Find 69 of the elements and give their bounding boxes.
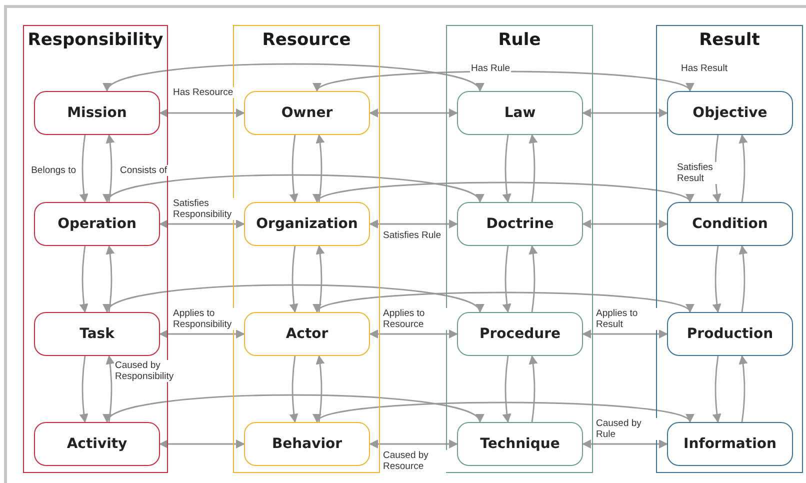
edge-label: Belongs to [30,164,77,176]
entity-box [457,202,583,246]
arrow [582,440,668,448]
arrow [159,330,245,338]
arrow [159,220,245,228]
entity-name: Production [686,326,774,342]
arrow [712,356,722,423]
entity-name: Organization [256,216,358,232]
entity-box [667,91,793,135]
group-title: Resource [262,30,351,50]
entity-name: Objective [692,105,768,121]
edge-label: Applies to Result [595,308,661,330]
arrow [738,355,748,422]
arrow [159,440,245,448]
edge-label: Applies to Resource [382,308,448,330]
arrow [369,220,458,228]
entity-name: Information [684,436,776,452]
entity-name: Task [80,326,114,342]
arrow [582,220,668,228]
group-panel [656,25,803,473]
entity-name: Law [504,105,536,121]
arrow [369,330,458,338]
entity-name: Technique [480,436,560,452]
edge-label: Consists of [119,164,168,176]
edge-label: Applies to Responsibility [172,308,238,330]
arrow [582,330,668,338]
group-title: Rule [498,30,541,50]
edge-label: Caused by Resource [382,450,448,472]
arrow [79,356,88,423]
edge-label: Satisfies Rule [382,230,442,241]
entity-box [457,91,583,135]
entity-box [244,91,370,135]
entity-name: Procedure [480,326,560,342]
entity-name: Doctrine [486,216,554,232]
entity-box [457,422,583,466]
arrow [79,246,88,313]
group-title: Result [699,30,760,50]
entity-box [457,312,583,356]
edge-label: Satisfies Responsibility [172,198,238,220]
entity-name: Owner [281,105,333,121]
entity-box [244,202,370,246]
entity-box [244,312,370,356]
arrow [738,245,748,312]
entity-box [244,422,370,466]
group-panel [233,25,380,473]
entity-box [34,202,160,246]
group-panel [446,25,593,473]
entity-name: Behavior [272,436,342,452]
entity-box [667,202,793,246]
arrow [712,246,722,313]
entity-name: Activity [66,436,128,452]
arrow [369,440,458,448]
edge-label: Caused by Rule [595,418,661,440]
arrow [738,134,748,202]
entity-name: Mission [67,105,127,121]
arrow [369,108,458,118]
entity-box [667,312,793,356]
arrow [159,108,245,118]
arrow [582,108,668,118]
entity-name: Operation [58,216,136,232]
entity-box [667,422,793,466]
group-title: Responsibility [28,30,164,50]
entity-box [34,422,160,466]
entity-name: Actor [286,326,328,342]
entity-box [34,312,160,356]
entity-box [34,91,160,135]
entity-name: Condition [692,216,768,232]
arrow [79,134,88,203]
edge-label: Has Result [680,63,728,74]
